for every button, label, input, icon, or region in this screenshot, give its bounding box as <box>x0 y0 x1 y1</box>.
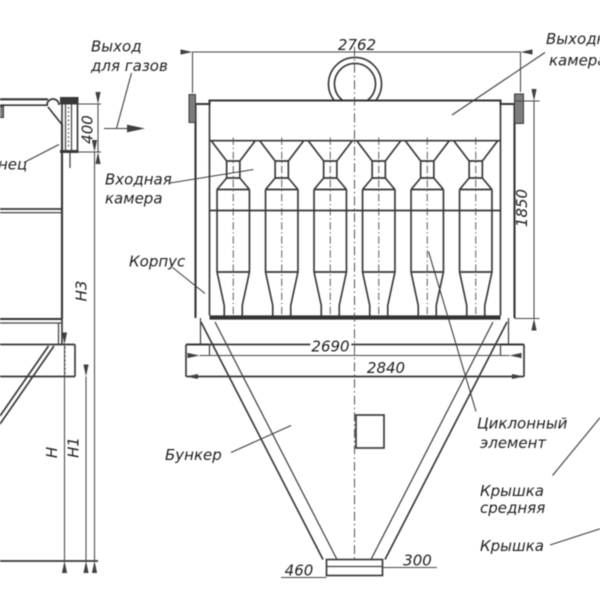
gas-flow-arrow <box>127 124 145 133</box>
dim-2840-arrow-right <box>512 374 524 379</box>
hopper-wall-right-inner <box>370 321 494 560</box>
callouts: Выход для газов нец Входная камера Выход… <box>0 30 600 555</box>
inlet-chamber-leader <box>169 168 254 184</box>
callout-cyclone-element: Циклонный элемент <box>427 251 568 452</box>
dim-1850-text: 1850 <box>513 189 531 227</box>
band-outline <box>185 343 525 378</box>
side-band-outline <box>0 343 76 378</box>
dim-H3: H3 <box>73 140 98 573</box>
callout-body: Корпус <box>129 253 206 294</box>
outlet-flange-outer <box>61 104 79 151</box>
dim-2690-text: 2690 <box>311 338 349 356</box>
dim-300: 300 <box>382 552 437 570</box>
cyclone-element-3 <box>307 136 353 319</box>
cyclone-element-6 <box>453 136 499 319</box>
hopper-wall-left-inner <box>214 321 338 560</box>
flange-leader <box>23 144 60 163</box>
dim-2762: 2762 <box>180 36 533 93</box>
gas-outlet-label-1: Выход <box>91 38 142 56</box>
callout-outlet-chamber: Выходная камера <box>451 30 600 116</box>
dimensions: 2762 400 1850 2690 2840 460 300 <box>43 36 540 580</box>
gas-outlet-label-2: для газов <box>90 57 168 75</box>
callout-inlet-chamber: Входная камера <box>105 168 254 208</box>
dim-H1-text: H1 <box>65 437 83 458</box>
front-roof <box>195 99 515 106</box>
hopper-wall-left-outer <box>200 321 324 560</box>
cyclone-element-4 <box>356 136 402 319</box>
cyclone-element-5 <box>404 136 450 319</box>
gas-outlet-leader <box>115 72 133 129</box>
hopper-leader <box>230 424 292 454</box>
cyclone-element-2 <box>259 136 305 319</box>
side-outlet-slope <box>47 106 63 125</box>
dim-H3-text: H3 <box>73 281 91 302</box>
cyclone-element-label-1: Циклонный <box>477 415 568 433</box>
dim-400-text: 400 <box>79 115 97 144</box>
cover-middle-leader <box>552 416 600 476</box>
dim-1850: 1850 <box>513 89 540 331</box>
dim-2690: 2690 <box>187 335 522 359</box>
dim-H: H <box>43 332 68 573</box>
dim-H1: H1 <box>65 364 89 573</box>
dim-2762-ext <box>191 52 522 93</box>
lifting-ring-inner <box>333 62 377 102</box>
outlet-chamber-leader <box>451 52 546 116</box>
hopper <box>200 321 508 577</box>
cyclone-element-leader <box>427 251 477 412</box>
inlet-chamber-label-1: Входная <box>105 171 172 189</box>
hopper-label: Бункер <box>165 446 222 464</box>
callout-flange: нец <box>0 144 60 174</box>
dim-2840-arrow-left <box>186 374 198 379</box>
callout-cover-middle: Крышка средняя <box>480 416 600 517</box>
body-leader <box>172 267 206 294</box>
inlet-chamber-label-2: камера <box>105 190 163 208</box>
front-view <box>185 47 525 577</box>
side-view <box>0 97 98 562</box>
outlet-flange-top-cap <box>60 97 79 105</box>
dim-2840-text: 2840 <box>367 359 405 377</box>
side-hopper-slope <box>0 345 55 425</box>
dim-2762-text: 2762 <box>338 36 376 54</box>
callout-hopper: Бункер <box>165 424 292 464</box>
cover-middle-label-1: Крышка <box>480 482 544 500</box>
dim-400: 400 <box>78 92 101 164</box>
front-tab-left <box>188 94 196 123</box>
cover-leader <box>549 528 600 546</box>
outlet-flange-inner <box>64 104 73 151</box>
hopper-outlet-box <box>325 558 384 577</box>
front-tab-right <box>514 93 524 124</box>
dim-460: 460 <box>281 562 327 580</box>
outlet-flange-bottom-cap <box>60 150 79 153</box>
dim-300-text: 300 <box>403 552 432 570</box>
body-label: Корпус <box>129 253 186 271</box>
dim-460-text: 460 <box>285 562 314 580</box>
cyclone-element-label-2: элемент <box>480 434 547 452</box>
dim-H-text: H <box>43 447 61 458</box>
hopper-hatch <box>355 414 385 449</box>
outlet-chamber-label-2: камера <box>549 52 600 70</box>
callout-gas-outlet: Выход для газов <box>90 38 168 133</box>
dim-2840: 2840 <box>186 359 524 379</box>
lifting-ring-outer <box>327 56 383 102</box>
cover-label: Крышка <box>480 537 544 555</box>
callout-cover: Крышка <box>480 528 600 555</box>
cyclone-element-1 <box>210 136 256 319</box>
outlet-chamber-label-1: Выходная <box>546 30 600 48</box>
flange-label: нец <box>0 156 27 174</box>
side-lifting-ring <box>46 98 60 106</box>
hopper-wall-right-outer <box>384 321 508 560</box>
side-corner-tab <box>0 106 4 118</box>
cover-middle-label-2: средняя <box>480 499 545 517</box>
